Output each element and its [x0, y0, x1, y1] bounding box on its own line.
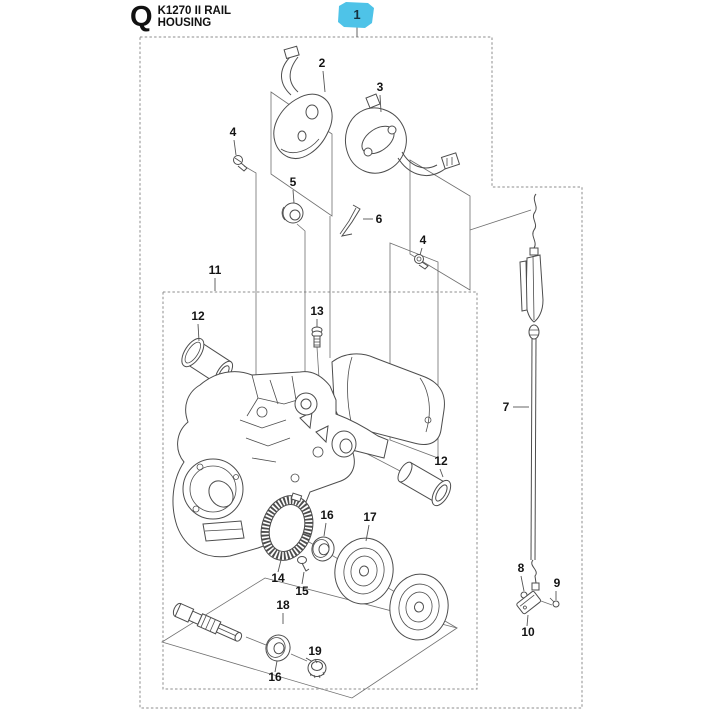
- part-label-9[interactable]: 9: [554, 576, 561, 590]
- header: Q K1270 II RAIL HOUSING: [130, 1, 232, 33]
- part-label-12b[interactable]: 12: [434, 454, 448, 468]
- part-label-3[interactable]: 3: [377, 80, 384, 94]
- part-4-right-drawing: [414, 254, 429, 270]
- badge-label: 1: [353, 7, 360, 22]
- part-15-drawing: [297, 556, 310, 572]
- part-label-10[interactable]: 10: [521, 625, 535, 639]
- part-13-drawing: [311, 326, 323, 348]
- inner-dashed-box-11: [162, 291, 478, 690]
- brand-logo: Q: [130, 1, 153, 33]
- part-label-16[interactable]: 16: [320, 508, 334, 522]
- part-2-drawing: [273, 45, 333, 159]
- part-3-drawing: [345, 93, 461, 176]
- part-14-drawing: [260, 492, 314, 561]
- part-label-16b[interactable]: 16: [268, 670, 282, 684]
- part-label-14[interactable]: 14: [271, 571, 285, 585]
- part-4-left-drawing: [233, 155, 248, 172]
- part-label-17[interactable]: 17: [363, 510, 377, 524]
- part-labels: 2 3 4 5 6 4 7 8 9 10 11 12 13 12 14 15 1…: [191, 56, 560, 684]
- part-label-7[interactable]: 7: [503, 400, 510, 414]
- badge-highlight: [338, 2, 374, 28]
- part-label-18[interactable]: 18: [276, 598, 290, 612]
- part-12-right-drawing: [397, 461, 452, 507]
- part-16-middle-drawing: [311, 536, 335, 562]
- part-16-bottom-drawing: [265, 634, 291, 662]
- part-10-drawing: [516, 591, 542, 615]
- part-label-6[interactable]: 6: [376, 212, 383, 226]
- part-17-drawing: [334, 537, 449, 641]
- part-label-5[interactable]: 5: [290, 175, 297, 189]
- part-5-drawing: [281, 202, 304, 224]
- part-18-drawing: [172, 602, 243, 642]
- part-9-drawing: [549, 597, 560, 608]
- leader-lines: [197, 70, 557, 673]
- part-6-drawing: [339, 204, 361, 237]
- title-model: K1270 II RAIL: [157, 5, 232, 17]
- housing-drawing: [172, 353, 445, 558]
- part-label-15[interactable]: 15: [295, 584, 309, 598]
- part-label-2[interactable]: 2: [319, 56, 326, 70]
- part-label-13[interactable]: 13: [310, 304, 324, 318]
- part-7-drawing: [519, 193, 544, 591]
- part-label-11[interactable]: 11: [209, 263, 222, 277]
- page-title: K1270 II RAIL HOUSING: [158, 4, 232, 29]
- part-19-drawing: [305, 657, 327, 679]
- part-label-8[interactable]: 8: [518, 561, 525, 575]
- part-label-12[interactable]: 12: [191, 309, 205, 323]
- part-label-19[interactable]: 19: [308, 644, 322, 658]
- part-label-4[interactable]: 4: [230, 125, 237, 139]
- title-section: HOUSING: [157, 16, 212, 29]
- part-label-4b[interactable]: 4: [420, 233, 427, 247]
- selected-item-badge[interactable]: 1: [338, 2, 374, 37]
